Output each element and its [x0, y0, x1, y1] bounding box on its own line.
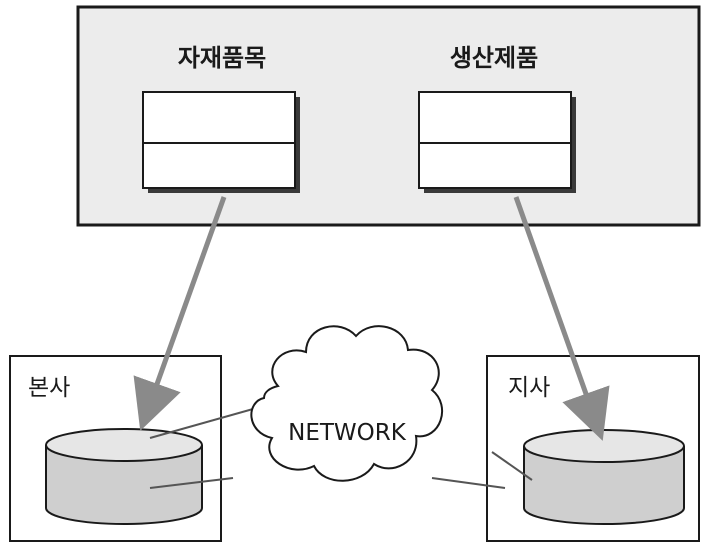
arrow-table-left-to-head-office	[133, 196, 227, 431]
table-right-label: 생산제품	[450, 44, 538, 72]
head-office-label: 본사	[28, 375, 70, 401]
branch-database-icon	[523, 429, 685, 525]
network-cloud-icon	[250, 325, 443, 482]
arrow-table-right-to-branch	[513, 196, 610, 441]
table-left-label: 자재품목	[178, 44, 266, 72]
branch-label: 지사	[508, 375, 550, 401]
network-label: NETWORK	[288, 420, 407, 446]
table-right	[418, 91, 576, 193]
table-left	[142, 91, 300, 193]
head-office-database-icon	[45, 428, 203, 525]
